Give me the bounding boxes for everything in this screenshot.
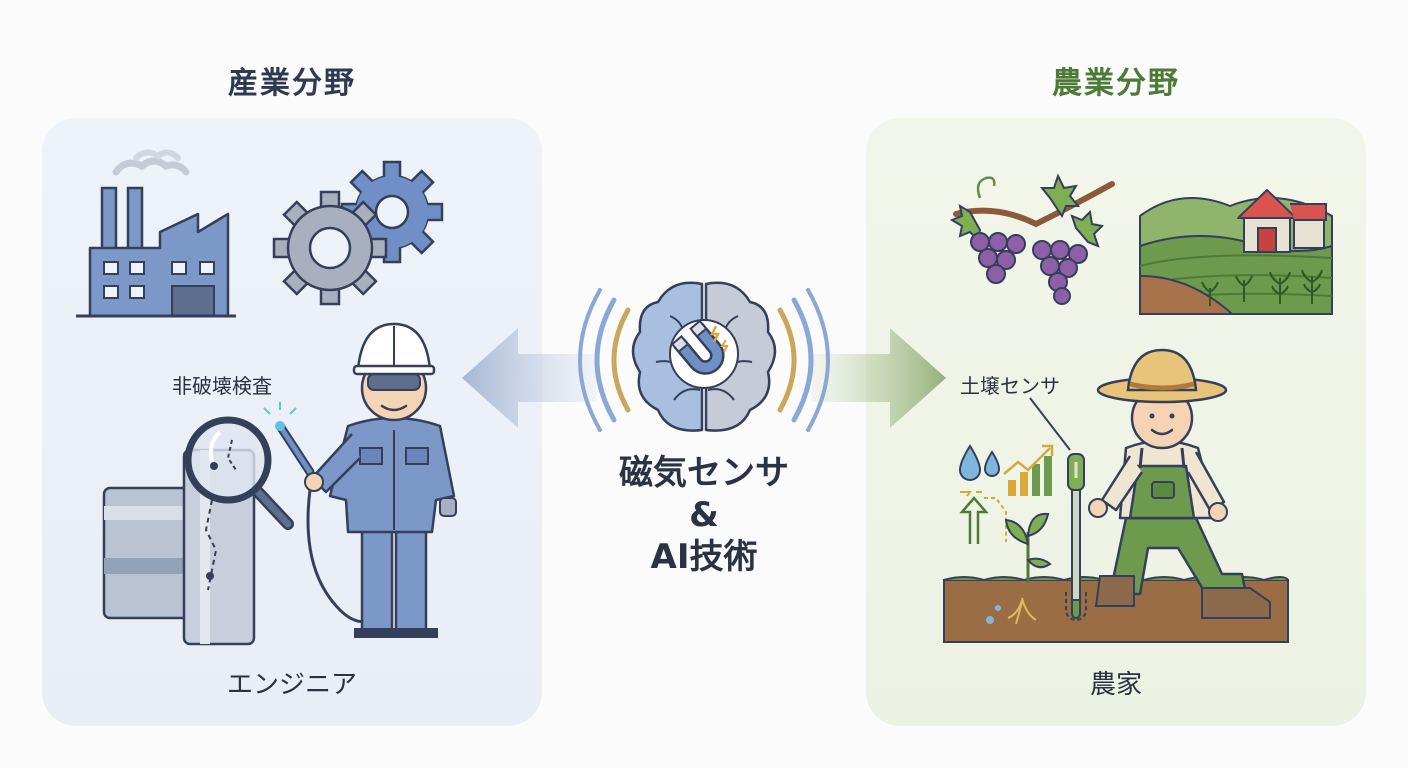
soil-sensor-icon: [1065, 453, 1087, 621]
plant-icon: [1004, 512, 1052, 582]
farm-icon: [1139, 189, 1333, 315]
brain-icon: [578, 281, 830, 432]
growth-arrow-icon: [959, 491, 1007, 544]
water-drop-icon: [958, 444, 1001, 481]
soil-sensor-label: 土壌センサ: [960, 374, 1060, 398]
center-line-1: 磁気センサ: [619, 453, 789, 493]
farmer-caption: 農家: [1089, 670, 1142, 700]
center-line-3: AI技術: [650, 537, 758, 577]
magnifier-icon: [184, 416, 294, 530]
center-line-2: &: [689, 495, 719, 535]
arrow-to-industry: [462, 328, 596, 428]
inspection-label: 非破壊検査: [172, 374, 272, 398]
soil-sensor-pointer: [1029, 397, 1071, 451]
arrow-to-agriculture: [812, 328, 946, 428]
factory-icon: [76, 149, 236, 318]
farmer-icon: [1088, 348, 1271, 619]
center-title: 磁気センサ & AI技術: [560, 452, 848, 578]
grapes-icon: [949, 173, 1115, 305]
growth-chart-icon: [1003, 444, 1054, 496]
agriculture-heading: 農業分野: [1052, 66, 1180, 101]
magnet-icon: [670, 319, 729, 375]
engineer-icon: [263, 322, 457, 638]
engineer-caption: エンジニア: [226, 670, 357, 700]
gears-icon: [272, 160, 444, 306]
industry-heading: 産業分野: [228, 66, 356, 101]
